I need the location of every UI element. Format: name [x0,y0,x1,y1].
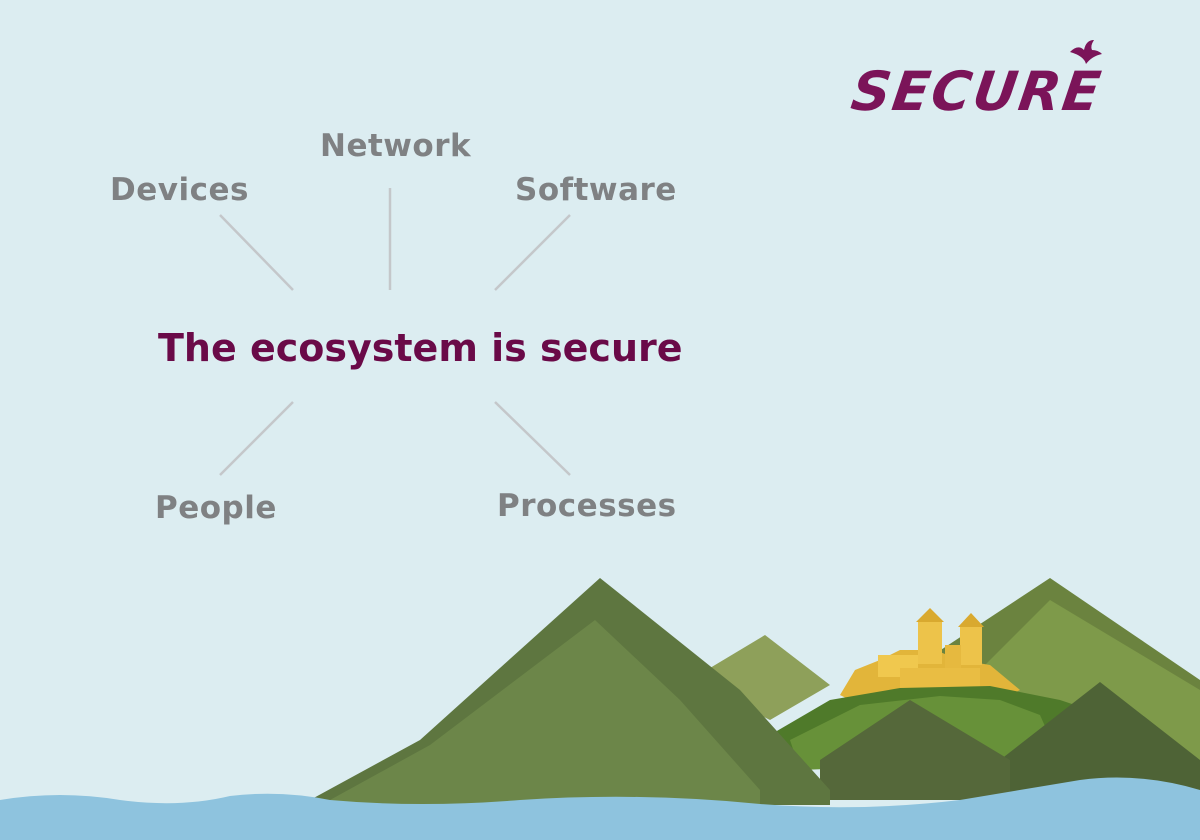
water [0,777,1200,840]
valley-mountain [820,700,1010,800]
far-hill [690,635,830,720]
connector-processes [494,401,571,476]
connector-software [494,214,571,291]
node-devices: Devices [110,172,249,208]
node-people: People [155,490,277,526]
node-network: Network [320,128,472,164]
right-mountain [1000,682,1200,800]
connector-people [219,401,294,476]
big-mountain-face [330,620,760,805]
connector-devices [219,214,294,291]
secure-logo: SECURE [847,60,1107,123]
center-statement: The ecosystem is secure [158,326,683,370]
node-software: Software [515,172,677,208]
node-processes: Processes [497,488,677,524]
bird-icon [1070,40,1102,64]
